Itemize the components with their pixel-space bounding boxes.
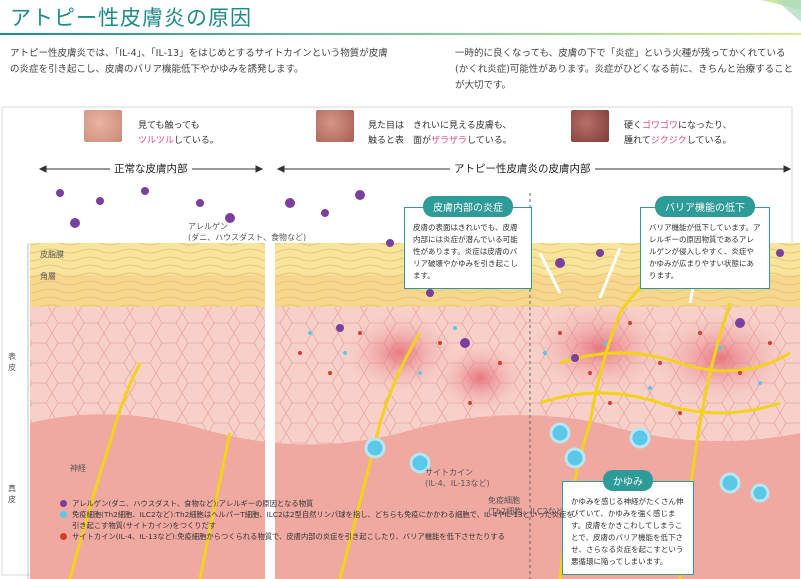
callout-itch-body: かゆみを感じる神経がたくさん伸びていて、かゆみを強く感じます。皮膚をかきこわして… (571, 497, 684, 566)
epidermis-label: 表皮 (8, 352, 16, 372)
section-normal-heading: 正常な皮膚内部 (110, 161, 192, 176)
skin-diagram: 見ても触っても ツルツルしている。 見た目は きれいに見える皮膚も、 触ると表 … (0, 103, 801, 579)
skin-photo-rough (316, 110, 354, 142)
immune-cell-label: 免疫細胞(Th2細胞、ILC2など) (488, 496, 567, 516)
nerve-label: 神経 (70, 464, 86, 473)
legend: アレルゲン(ダニ、ハウスダスト、食物など):アレルギーの原因となる物質 免疫細胞… (60, 498, 580, 542)
caption-damaged: 硬くゴワゴワになったり、 腫れてジクジクしている。 (624, 121, 732, 146)
caption-normal: 見ても触っても ツルツルしている。 (138, 121, 219, 146)
intro-left: アトピー性皮膚炎では、「IL-4」、「IL-13」をはじめとするサイトカインとい… (10, 48, 388, 75)
callout-barrier-title: バリア機能の低下 (655, 196, 755, 217)
allergen-label: アレルゲン(ダニ、ハウスダスト、食物など) (188, 222, 307, 242)
callout-barrier: バリア機能の低下 バリア機能が低下しています。アレルギーの原因物質であるアレルゲ… (640, 196, 770, 289)
callout-barrier-body: バリア機能が低下しています。アレルギーの原因物質であるアレルゲンが侵入しやすく、… (649, 223, 761, 280)
skin-photo-damaged (571, 110, 609, 142)
callout-itch: かゆみ かゆみを感じる神経がたくさん伸びていて、かゆみを強く感じます。皮膚をかき… (562, 470, 694, 575)
dermis-label: 真皮 (8, 484, 16, 504)
callout-inflammation: 皮膚内部の炎症 皮膚の表面はきれいでも、皮膚内部には炎症が潜んでいる可能性があり… (404, 196, 532, 289)
stratum-label: 角層 (40, 272, 56, 281)
legend-cytokine: サイトカイン(IL-4、IL-13など):免疫細胞からつくられる物質で、皮膚内部… (60, 531, 580, 542)
skin-photo-smooth (84, 110, 122, 142)
allergen-icon (60, 500, 67, 507)
legend-allergen: アレルゲン(ダニ、ハウスダスト、食物など):アレルギーの原因となる物質 (60, 498, 580, 509)
callout-itch-title: かゆみ (603, 470, 653, 491)
corner-decoration (761, 0, 801, 22)
page-title: アトピー性皮膚炎の原因 (10, 6, 252, 30)
cytokine-icon (60, 533, 67, 540)
immune-cell-icon (60, 511, 67, 518)
section-atopic-heading: アトピー性皮膚炎の皮膚内部 (450, 161, 595, 176)
intro-right: 一時的に良くなっても、皮膚の下で「炎症」という火種が残ってかくれている(かくれ炎… (455, 48, 794, 91)
callout-inflammation-title: 皮膚内部の炎症 (423, 196, 513, 217)
caption-rough: 見た目は きれいに見える皮膚も、 触ると表 面がザラザラしている。 (368, 121, 512, 146)
cytokine-label: サイトカイン(IL-4、IL-13など) (425, 468, 490, 488)
legend-immune-cell: 免疫細胞(Th2細胞、ILC2など):Th2細胞はヘルパーT細胞、ILC2は2型… (60, 509, 580, 531)
callout-inflammation-body: 皮膚の表面はきれいでも、皮膚内部には炎症が潜んでいる可能性があります。炎症は皮膚… (413, 223, 518, 280)
title-rule (0, 33, 801, 35)
sebum-label: 皮脂膜 (40, 250, 64, 259)
